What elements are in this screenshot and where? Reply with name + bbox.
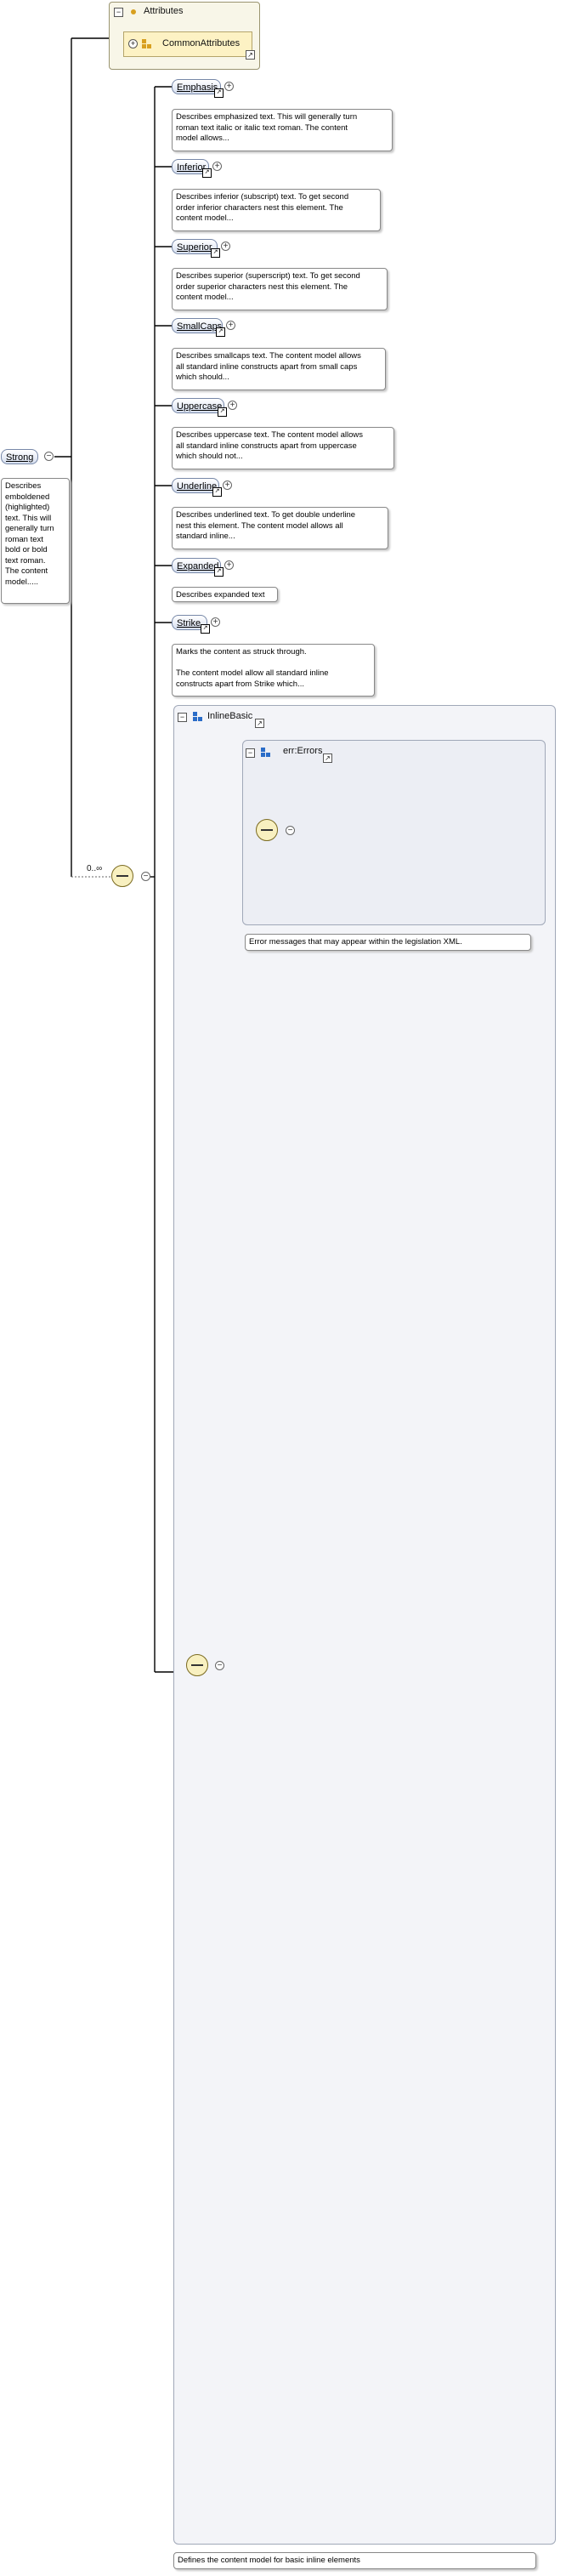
root-expand-icon[interactable]: − [44, 452, 54, 461]
root-documentation: Describes emboldened (highlighted) text.… [1, 478, 70, 604]
errors-title[interactable]: err:Errors [283, 746, 323, 756]
inlinebasic-group [173, 705, 556, 2545]
errors-sequence-icon [256, 819, 278, 841]
attributes-label: Attributes [144, 6, 184, 16]
choice-occurrence: 0..∞ [87, 864, 103, 873]
element-expand-icon[interactable]: + [221, 242, 230, 251]
element-link-icon[interactable]: ↗ [202, 168, 212, 178]
inlinebasic-link-icon[interactable]: ↗ [255, 719, 264, 728]
element-expand-icon[interactable]: + [228, 401, 237, 410]
inlinebasic-documentation: Defines the content model for basic inli… [173, 2552, 536, 2569]
element-label: Uppercase [177, 401, 223, 412]
element-label: Strike [177, 618, 201, 628]
inlinebasic-choice-expand-icon[interactable]: − [215, 1661, 224, 1670]
errors-link-icon[interactable]: ↗ [323, 753, 332, 763]
errors-collapse-icon[interactable]: − [246, 748, 255, 758]
main-element-inferior[interactable]: Inferior↗ [172, 159, 212, 178]
choice-expand-icon[interactable]: − [141, 872, 150, 881]
attribute-group-link-icon[interactable]: ↗ [246, 50, 255, 60]
element-expand-icon[interactable]: + [224, 560, 234, 570]
element-expand-icon[interactable]: + [211, 617, 220, 627]
element-documentation: Marks the content as struck through. The… [172, 644, 375, 697]
attributes-collapse-icon[interactable]: − [114, 8, 123, 17]
element-link-icon[interactable]: ↗ [214, 88, 224, 98]
main-element-superior[interactable]: Superior↗ [172, 239, 220, 258]
attribute-group-icon [142, 39, 152, 49]
root-element-label: Strong [6, 452, 34, 463]
inlinebasic-choice-icon [186, 1654, 208, 1676]
element-expand-icon[interactable]: + [226, 321, 235, 330]
inlinebasic-title[interactable]: InlineBasic [207, 711, 253, 721]
element-documentation: Describes underlined text. To get double… [172, 507, 388, 549]
element-expand-icon[interactable]: + [223, 481, 232, 490]
element-link-icon[interactable]: ↗ [216, 327, 225, 337]
element-documentation: Describes uppercase text. The content mo… [172, 427, 394, 469]
main-element-strike[interactable]: Strike↗ [172, 615, 210, 634]
element-label: Expanded [177, 561, 219, 571]
main-element-uppercase[interactable]: Uppercase↗ [172, 398, 227, 417]
main-element-expanded[interactable]: Expanded↗ [172, 558, 224, 577]
element-link-icon[interactable]: ↗ [218, 407, 227, 417]
choice-compositor-icon [111, 865, 133, 887]
element-documentation: Describes expanded text [172, 587, 278, 602]
element-expand-icon[interactable]: + [224, 82, 234, 91]
element-documentation: Describes superior (superscript) text. T… [172, 268, 388, 310]
element-link-icon[interactable]: ↗ [201, 624, 210, 634]
element-link-icon[interactable]: ↗ [211, 248, 220, 258]
element-expand-icon[interactable]: + [212, 162, 222, 171]
element-link-icon[interactable]: ↗ [212, 487, 222, 497]
element-link-icon[interactable]: ↗ [214, 567, 224, 577]
attribute-group-expand-icon[interactable]: + [128, 39, 138, 48]
inlinebasic-group-icon [193, 712, 203, 722]
root-element-strong[interactable]: Strong [1, 449, 39, 464]
element-documentation: Describes smallcaps text. The content mo… [172, 348, 386, 390]
element-label: SmallCaps [177, 321, 223, 332]
attribute-group-label: CommonAttributes [162, 38, 241, 48]
main-element-emphasis[interactable]: Emphasis↗ [172, 79, 224, 98]
element-label: Emphasis [177, 82, 218, 93]
element-documentation: Describes emphasized text. This will gen… [172, 109, 393, 151]
errors-documentation: Error messages that may appear within th… [245, 934, 531, 951]
attributes-box: − Attributes CommonAttributes + ↗ [109, 2, 260, 70]
element-label: Inferior [177, 162, 207, 173]
main-element-underline[interactable]: Underline↗ [172, 478, 222, 497]
errors-expand-icon[interactable]: − [286, 826, 295, 835]
attributes-icon [128, 7, 139, 17]
element-label: Superior [177, 242, 212, 253]
element-label: Underline [177, 481, 218, 492]
inlinebasic-collapse-icon[interactable]: − [178, 713, 187, 722]
errors-group-icon [261, 748, 271, 758]
element-documentation: Describes inferior (subscript) text. To … [172, 189, 381, 231]
main-element-smallcaps[interactable]: SmallCaps↗ [172, 318, 225, 337]
